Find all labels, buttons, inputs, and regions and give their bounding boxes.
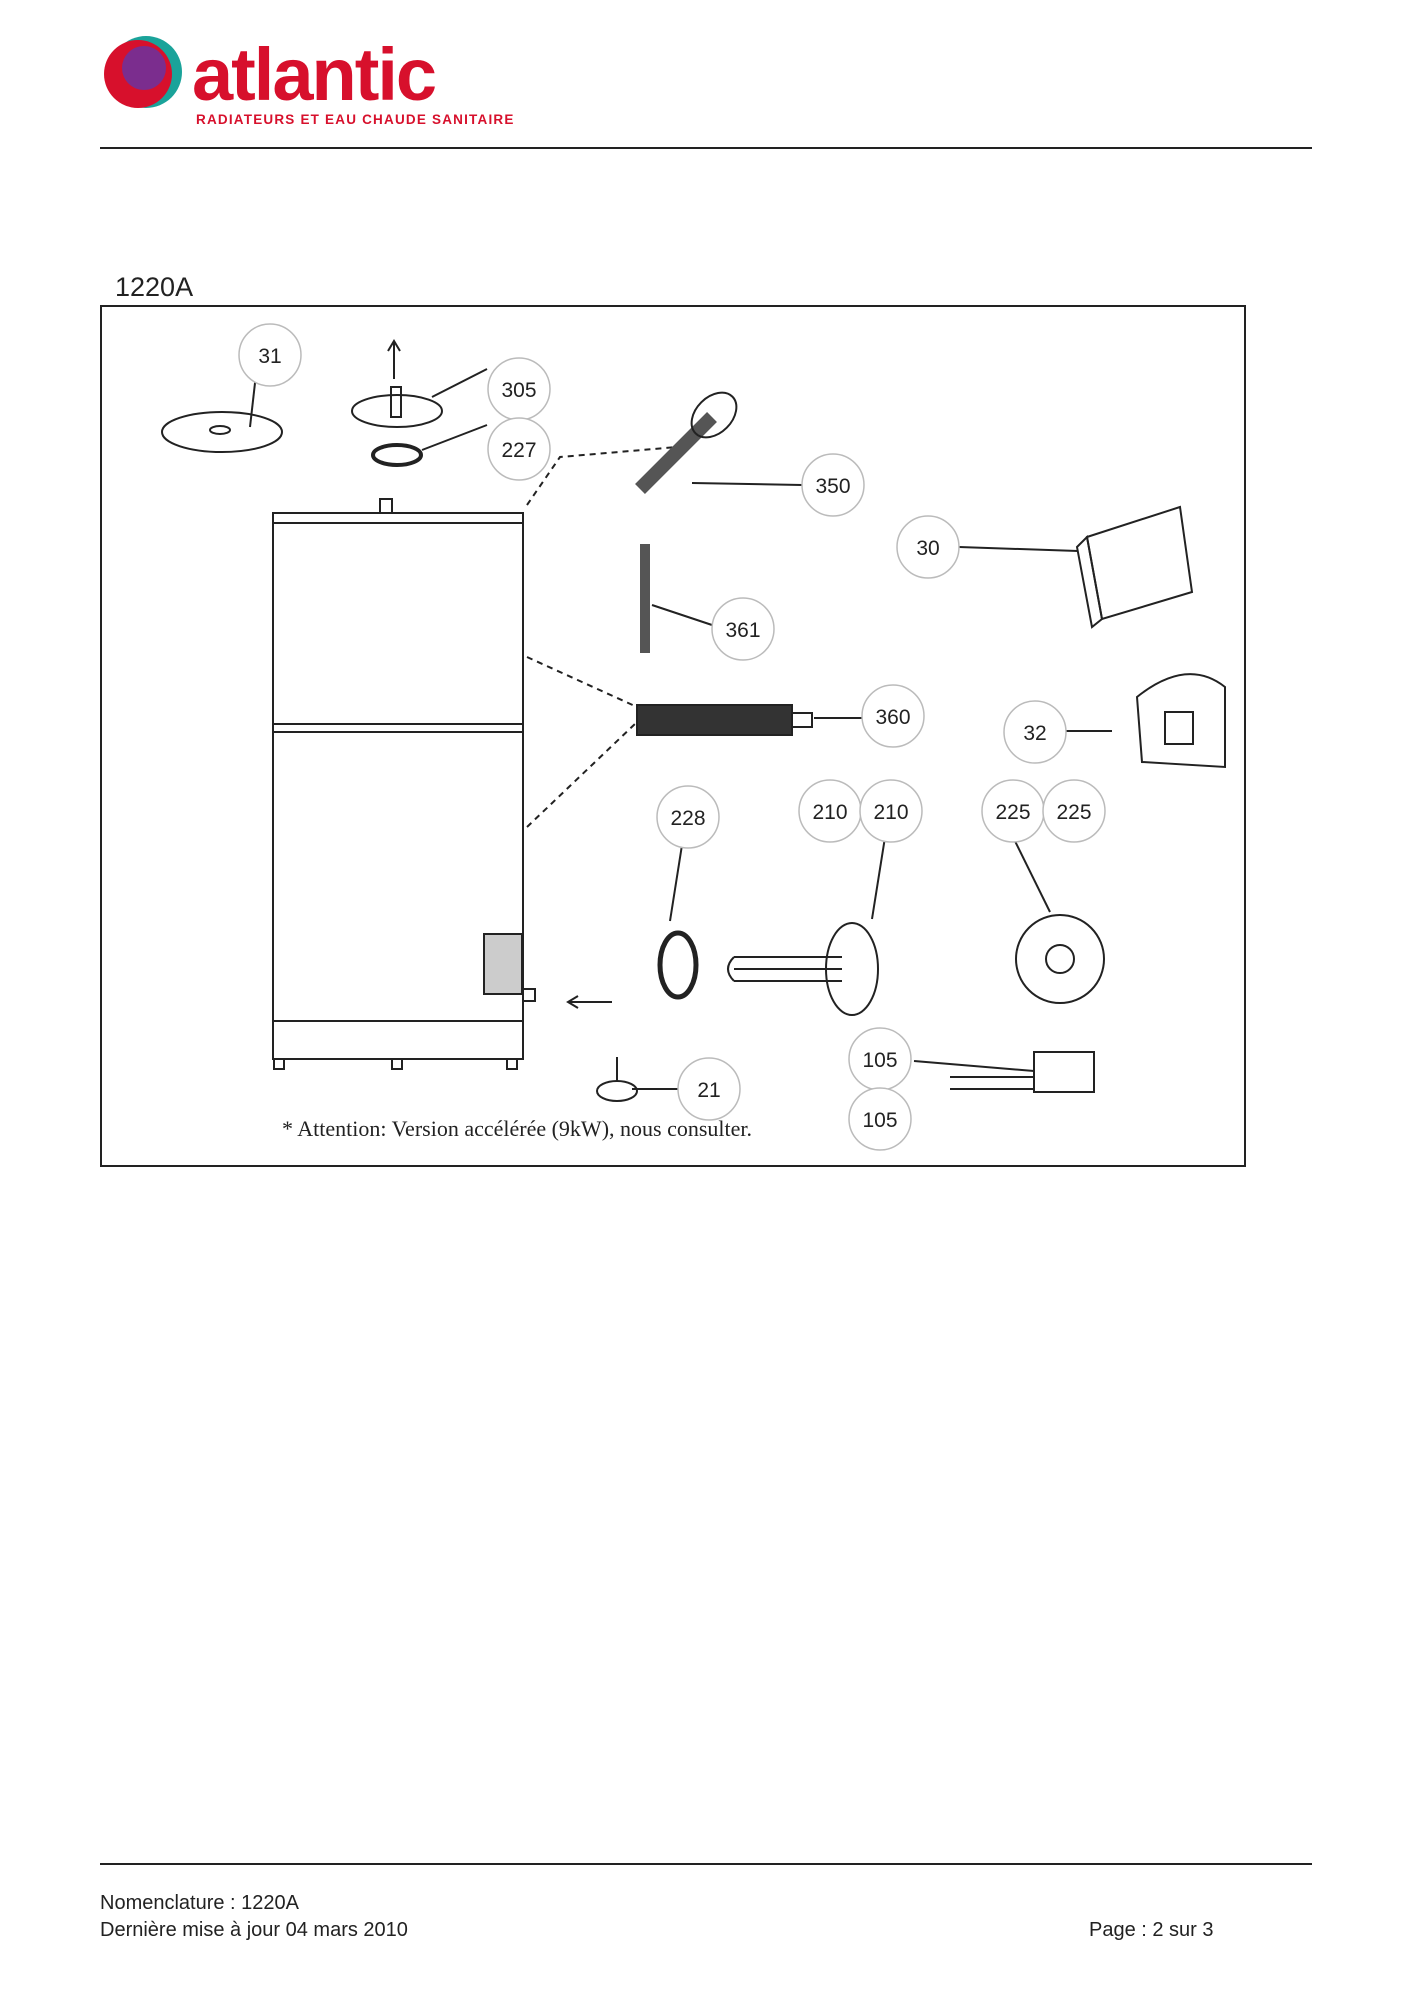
callout-bubble: 227 [487, 417, 551, 481]
callout-bubble: 30 [896, 515, 960, 579]
footer-page-number: Page : 2 sur 3 [1089, 1919, 1214, 1941]
callout-label: 360 [875, 706, 910, 729]
callout-bubble: 228 [656, 785, 720, 849]
callout-bubble: 21 [677, 1057, 741, 1121]
callout-label: 105 [862, 1109, 897, 1132]
callout-label: 305 [501, 379, 536, 402]
callout-label: 225 [1056, 801, 1091, 824]
callout-bubble: 360 [861, 684, 925, 748]
callout-label: 361 [725, 619, 760, 642]
brand-wordmark: atlantic [192, 33, 437, 116]
footer-nomenclature: Nomenclature : 1220A [100, 1892, 300, 1914]
callout-label: 31 [258, 345, 281, 368]
footer-divider [100, 1863, 1312, 1865]
callout-bubble: 210 [798, 779, 862, 843]
callout-bubble: 305 [487, 357, 551, 421]
callout-label: 105 [862, 1049, 897, 1072]
brand-tagline: RADIATEURS ET EAU CHAUDE SANITAIRE [196, 112, 515, 127]
callout-bubble: 105 [848, 1027, 912, 1091]
atlantic-logo-icon [104, 36, 182, 108]
diagram-note: * Attention: Version accélérée (9kW), no… [282, 1116, 753, 1141]
callout-label: 32 [1023, 722, 1046, 745]
callout-label: 210 [873, 801, 908, 824]
callout-label: 228 [670, 807, 705, 830]
callout-bubble: 210 [859, 779, 923, 843]
callout-bubble: 350 [801, 453, 865, 517]
parts-drawing: 31 305 227 350 30 361 360 32 228 210 210… [161, 323, 1226, 1151]
callout-bubble: 31 [238, 323, 302, 387]
callout-bubble: 361 [711, 597, 775, 661]
callout-label: 350 [815, 475, 850, 498]
model-title: 1220A [115, 272, 194, 302]
callout-label: 210 [812, 801, 847, 824]
callout-bubble: 225 [981, 779, 1045, 843]
callout-label: 227 [501, 439, 536, 462]
callout-label: 30 [916, 537, 939, 560]
exploded-parts-diagram: 31 305 227 350 30 361 360 32 228 210 210… [100, 305, 1246, 1167]
callout-bubble: 105 [848, 1087, 912, 1151]
callout-bubble: 32 [1003, 700, 1067, 764]
footer-update-date: Dernière mise à jour 04 mars 2010 [100, 1919, 408, 1941]
header-divider [100, 147, 1312, 149]
callout-label: 225 [995, 801, 1030, 824]
callout-bubble: 225 [1042, 779, 1106, 843]
callout-label: 21 [697, 1079, 720, 1102]
